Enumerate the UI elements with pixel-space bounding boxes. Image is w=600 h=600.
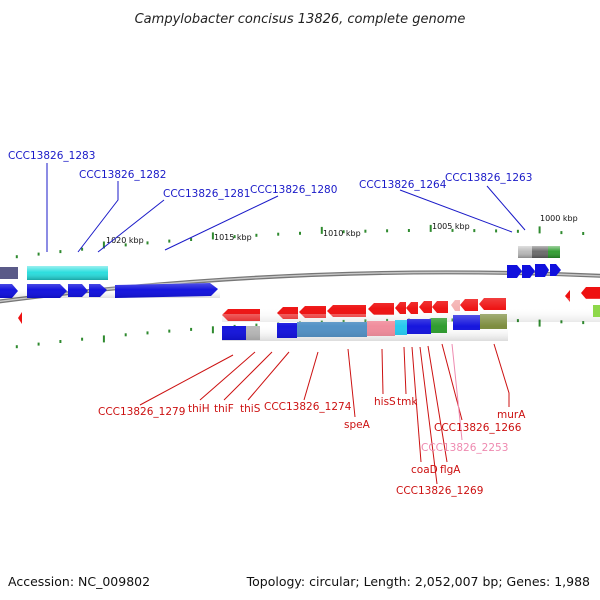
gene-feature[interactable] [593,305,600,317]
gene-label-thif[interactable]: thiF [214,403,234,415]
gene-label-ccc13826-1263[interactable]: CCC13826_1263 [445,172,532,184]
gene-label-ccc13826-1281[interactable]: CCC13826_1281 [163,188,250,200]
gene-label-flga[interactable]: flgA [440,464,461,476]
gene-label-ccc13826-1280[interactable]: CCC13826_1280 [250,184,337,196]
reverse-genes [18,287,600,341]
accession-text: Accession: NC_009802 [8,574,150,589]
scale-label-1020: 1020 kbp [106,236,144,245]
leader-lines-top [46,163,526,253]
gene-feature[interactable] [0,267,18,279]
map-title: Campylobacter concisus 13826, complete g… [135,12,466,27]
gene-arrow[interactable] [18,312,22,324]
gene-label-coad[interactable]: coaD [411,464,438,476]
gene-arrow[interactable] [550,264,561,276]
gene-label-ccc13826-1282[interactable]: CCC13826_1282 [79,169,166,181]
gene-label-ccc13826-1279[interactable]: CCC13826_1279 [98,406,185,418]
gene-label-mura[interactable]: murA [497,409,526,421]
topology-text: Topology: circular; Length: 2,052,007 bp… [246,574,590,589]
gene-label-ccc13826-2253[interactable]: CCC13826_2253 [421,442,508,454]
gene-label-hiss[interactable]: hisS [374,396,396,408]
gene-label-ccc13826-1269[interactable]: CCC13826_1269 [396,485,483,497]
leader-lines-bottom [139,343,510,485]
gene-label-ccc13826-1264[interactable]: CCC13826_1264 [359,179,447,191]
gene-arrow[interactable] [522,265,535,278]
gene-label-ccc13826-1274[interactable]: CCC13826_1274 [264,401,352,413]
scale-label-1000: 1000 kbp [540,214,578,223]
scale-label-1010: 1010 kbp [323,229,361,238]
forward-genes [0,246,561,298]
gene-label-thih[interactable]: thiH [188,403,210,415]
gene-label-this[interactable]: thiS [240,403,261,415]
scale-ticks-top [15,224,585,259]
gene-label-ccc13826-1266[interactable]: CCC13826_1266 [434,422,522,434]
scale-label-1005: 1005 kbp [432,222,470,231]
gene-label-tmk[interactable]: tmk [397,396,418,408]
leader-line-pink [451,343,463,441]
gene-label-ccc13826-1283[interactable]: CCC13826_1283 [8,150,95,162]
gene-arrow[interactable] [507,265,522,278]
gene-arrow[interactable] [581,287,600,299]
scale-label-1015: 1015 kbp [214,233,252,242]
gene-arrow[interactable] [535,264,549,277]
gene-label-spea[interactable]: speA [344,419,371,431]
